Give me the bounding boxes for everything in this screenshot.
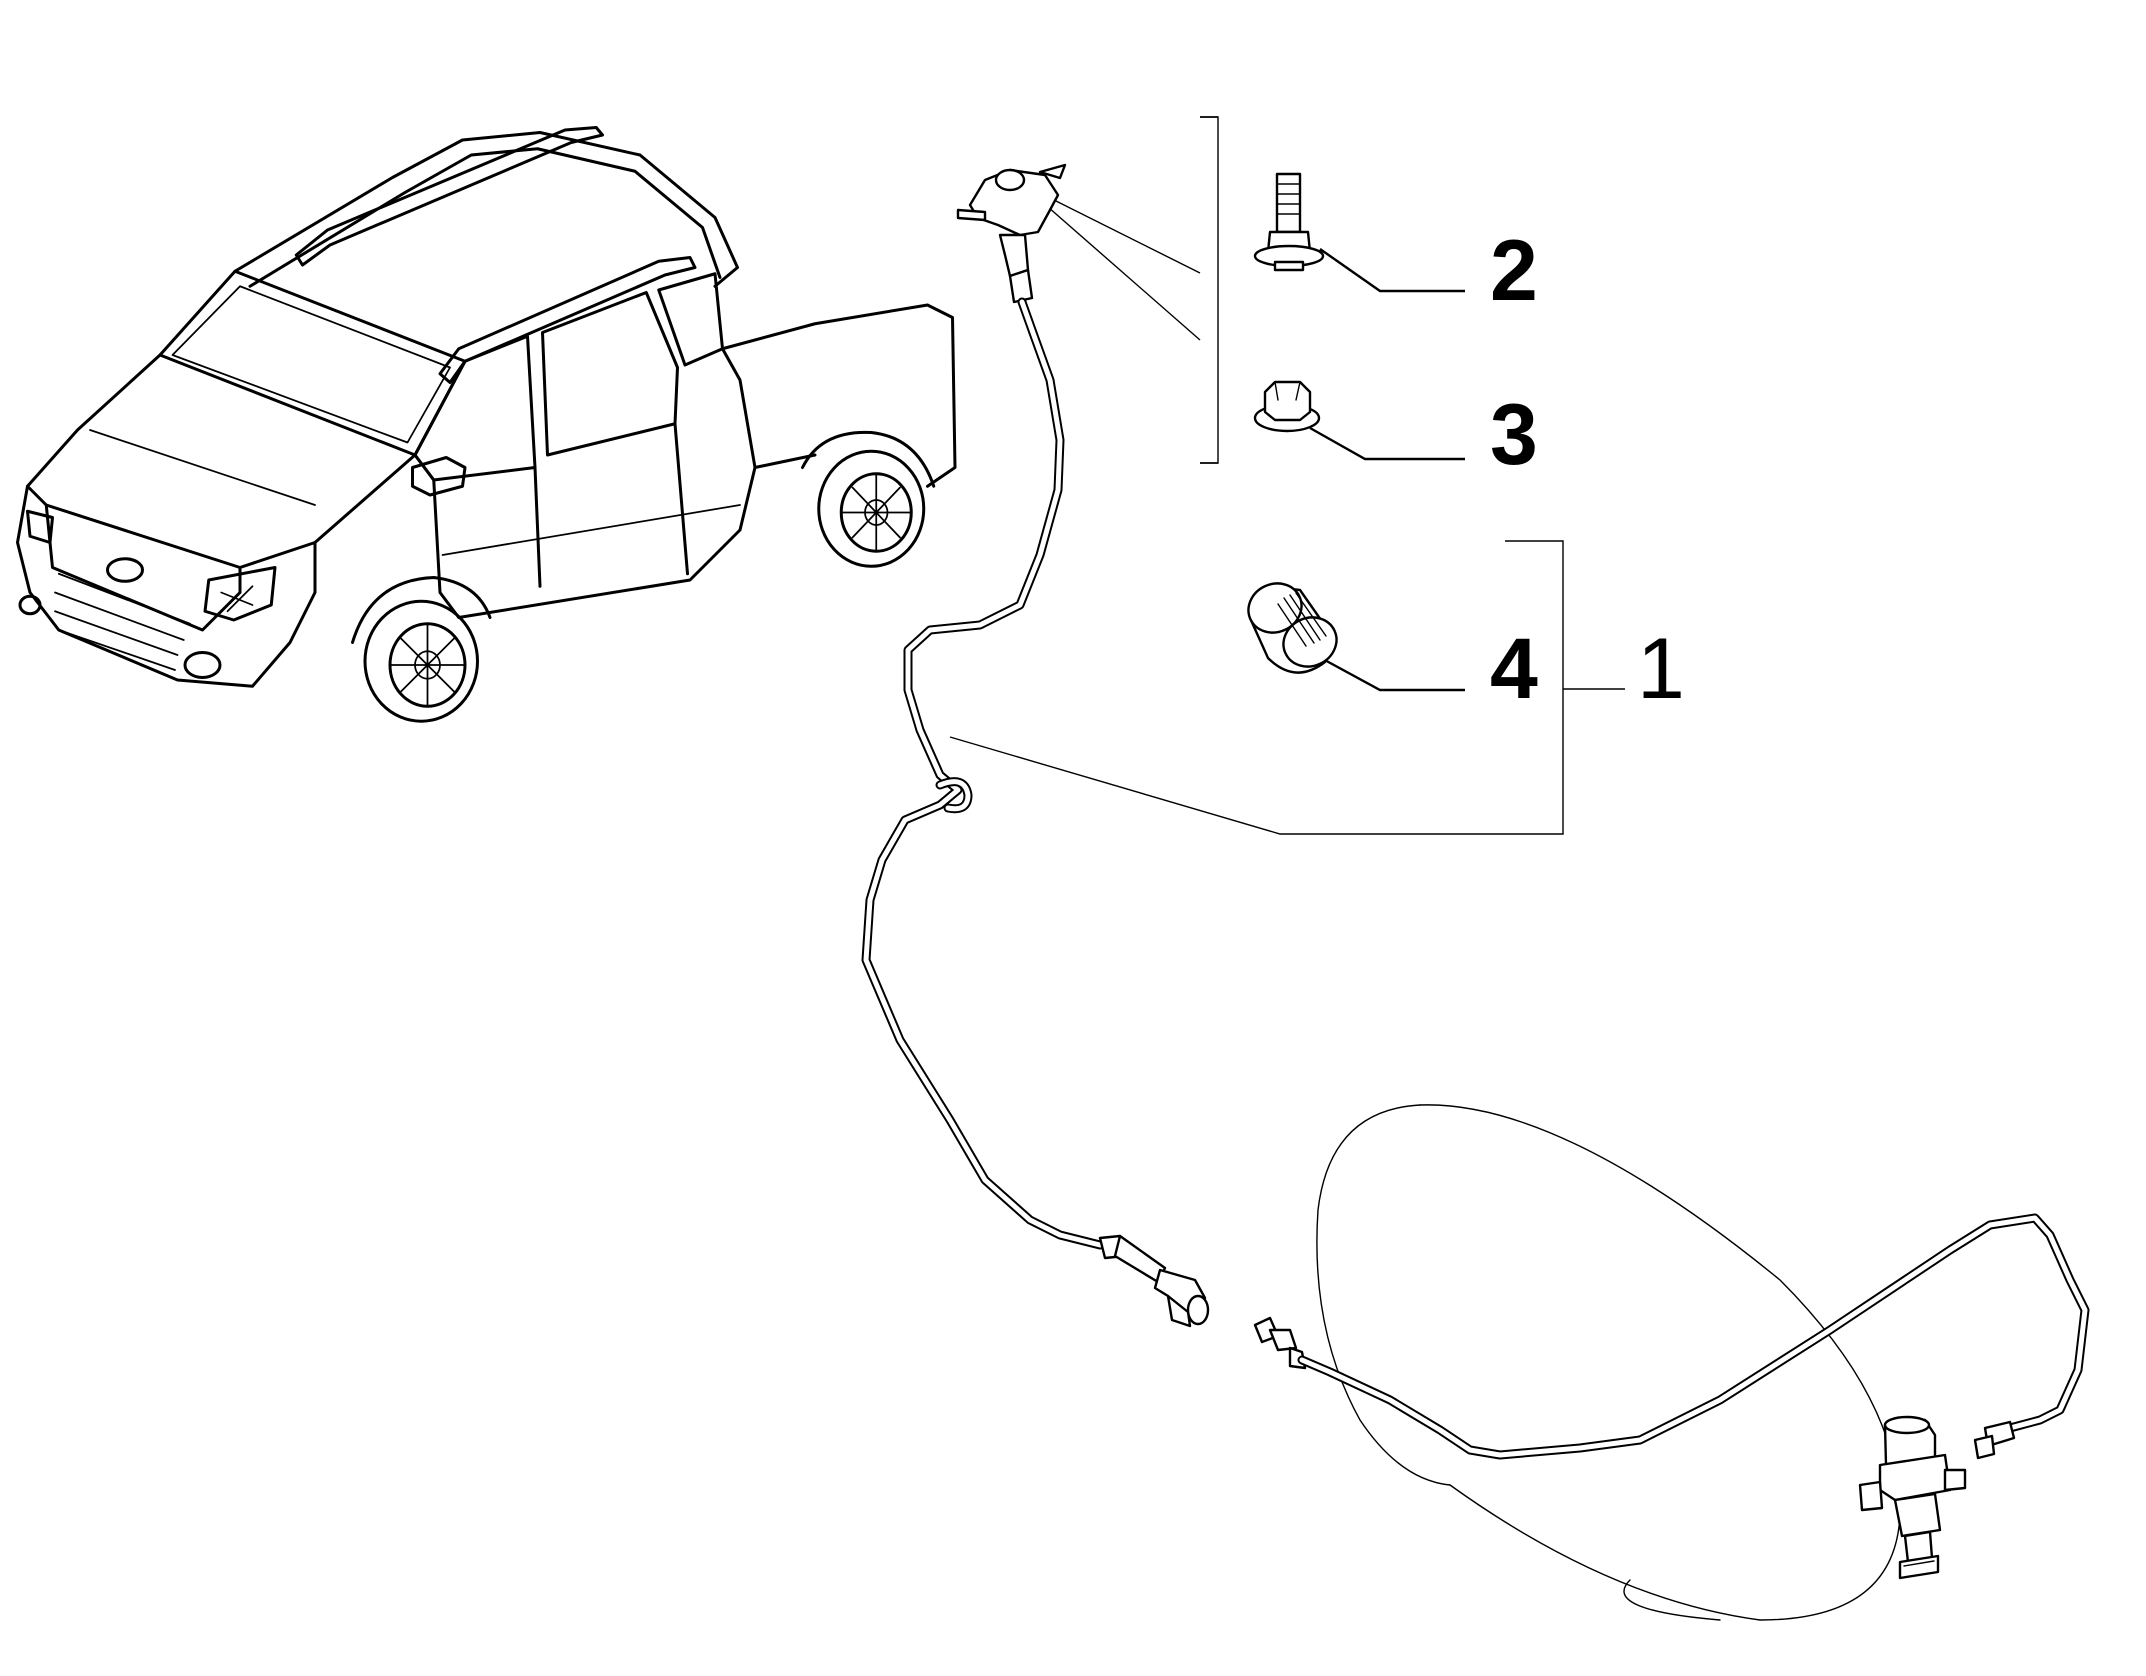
tank-valve xyxy=(1858,1415,1967,1580)
flange-bolt-icon xyxy=(1253,172,1325,272)
pipe-fitting-sleeve-icon xyxy=(1247,582,1338,674)
callout-1: 1 xyxy=(1637,621,1685,717)
callout-2: 2 xyxy=(1490,223,1538,319)
gas-tank xyxy=(1316,1104,1901,1621)
tank-pipe xyxy=(1253,1213,2090,1460)
callout-3: 3 xyxy=(1490,387,1538,483)
car-illustration xyxy=(16,126,957,723)
flange-nut-icon xyxy=(1253,380,1321,433)
callout-4: 4 xyxy=(1490,621,1538,717)
bracket-lines xyxy=(949,116,1625,835)
gas-line-assembly xyxy=(861,163,1210,1328)
